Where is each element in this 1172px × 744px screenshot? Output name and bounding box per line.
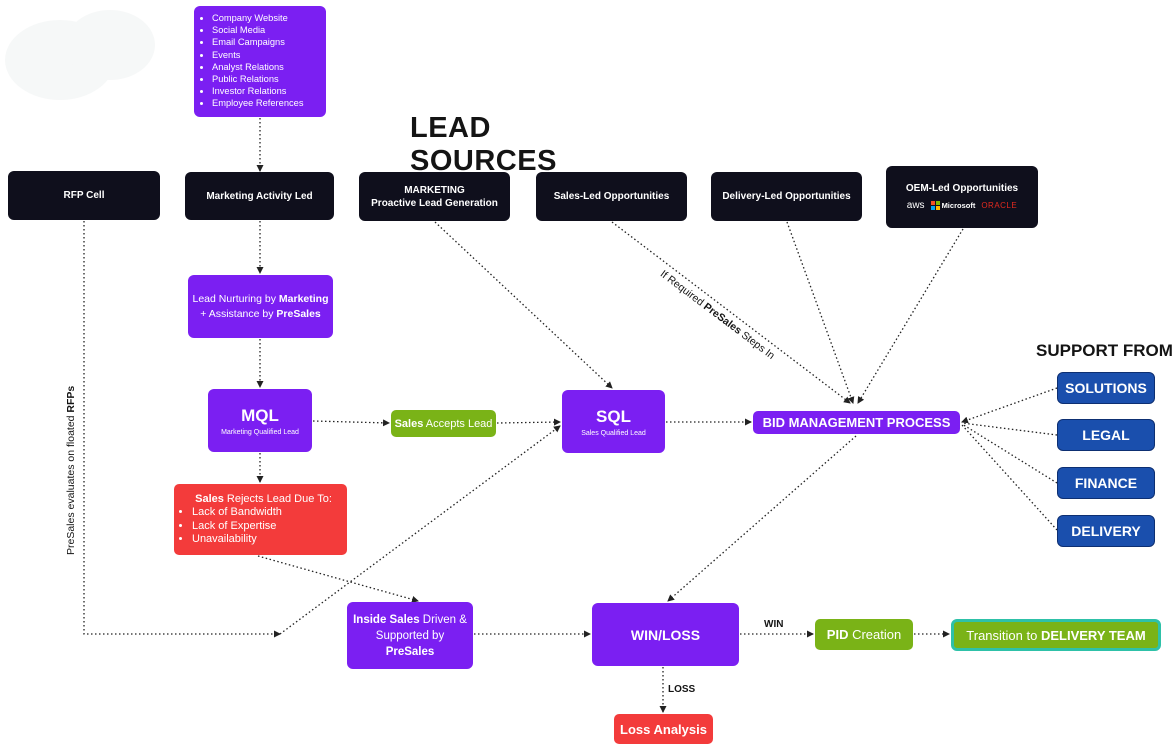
inside-rest: Driven & bbox=[419, 613, 467, 626]
win-loss-node: WIN/LOSS bbox=[592, 603, 739, 666]
list-item: Public Relations bbox=[212, 73, 322, 85]
loss-analysis-node: Loss Analysis bbox=[614, 714, 713, 744]
support-legal-node: LEGAL bbox=[1057, 419, 1155, 451]
support-legal-label: LEGAL bbox=[1082, 427, 1130, 443]
microsoft-grid-icon bbox=[930, 201, 940, 210]
nurture-line-1: Lead Nurturing by Marketing bbox=[193, 292, 329, 307]
support-delivery-label: DELIVERY bbox=[1071, 523, 1141, 539]
sql-node: SQL Sales Qualified Lead bbox=[562, 390, 665, 453]
support-finance-label: FINANCE bbox=[1074, 475, 1138, 491]
rfp-side-label: PreSales evaluates on floated RFPs bbox=[65, 386, 77, 555]
support-from-title: SUPPORT FROM bbox=[1036, 341, 1172, 360]
sql-label: SQL bbox=[596, 406, 631, 426]
bid-management-node: BID MANAGEMENT PROCESS bbox=[753, 411, 960, 434]
aws-logo: aws bbox=[906, 200, 925, 211]
list-item: Company Website bbox=[212, 12, 322, 24]
marketing-channels-list: Company Website Social Media Email Campa… bbox=[202, 12, 322, 110]
rfp-cell-label: RFP Cell bbox=[63, 190, 105, 201]
marketing-activity-led-label: Marketing Activity Led bbox=[206, 190, 313, 202]
mql-sublabel: Marketing Qualified Lead bbox=[221, 428, 299, 436]
sales-rejects-node: Sales Rejects Lead Due To: Lack of Bandw… bbox=[174, 484, 347, 555]
list-item: Employee References bbox=[212, 97, 322, 109]
list-item: Lack of Expertise bbox=[192, 520, 282, 534]
support-solutions-label: SOLUTIONS bbox=[1065, 380, 1147, 396]
transition-prefix: Transition to bbox=[966, 627, 1041, 643]
list-item: Social Media bbox=[212, 24, 322, 36]
marketing-proactive-node: MARKETING Proactive Lead Generation bbox=[359, 172, 510, 221]
pid-rest: Creation bbox=[848, 627, 902, 642]
rejects-rest: Rejects Lead Due To: bbox=[223, 492, 332, 505]
support-solutions-node: SOLUTIONS bbox=[1057, 372, 1155, 404]
list-item: Investor Relations bbox=[212, 85, 322, 97]
win-loss-label: WIN/LOSS bbox=[630, 626, 701, 643]
win-edge-label: WIN bbox=[764, 619, 784, 630]
microsoft-logo: Microsoft bbox=[930, 201, 976, 210]
inside-line-2: Supported by bbox=[375, 629, 445, 642]
transition-text: Transition to DELIVERY TEAM bbox=[966, 628, 1145, 643]
nurture-bold: PreSales bbox=[276, 307, 321, 320]
pid-text: PID Creation bbox=[827, 627, 901, 642]
microsoft-logo-text: Microsoft bbox=[941, 201, 976, 210]
support-finance-node: FINANCE bbox=[1057, 467, 1155, 499]
transition-bold: DELIVERY TEAM bbox=[1040, 627, 1146, 643]
sql-sublabel: Sales Qualified Lead bbox=[581, 429, 646, 437]
inside-sales-node: Inside Sales Driven & Supported by PreSa… bbox=[347, 602, 473, 669]
sales-led-node: Sales-Led Opportunities bbox=[536, 172, 687, 221]
loss-edge-label: LOSS bbox=[668, 684, 696, 695]
sales-accepts-lead-node: Sales Accepts Lead bbox=[391, 410, 496, 437]
rejects-reasons-list: Lack of Bandwidth Lack of Expertise Unav… bbox=[180, 506, 282, 547]
list-item: Analyst Relations bbox=[212, 61, 322, 73]
oem-led-node: OEM-Led Opportunities aws Microsoft ORAC… bbox=[886, 166, 1038, 228]
oracle-logo: ORACLE bbox=[981, 201, 1018, 210]
accepts-text: Sales Accepts Lead bbox=[395, 418, 493, 430]
lead-sources-title: LEAD SOURCES bbox=[410, 112, 557, 177]
oem-led-label: OEM-Led Opportunities bbox=[905, 183, 1019, 194]
marketing-proactive-subtitle: Proactive Lead Generation bbox=[371, 197, 498, 209]
pid-bold: PID bbox=[826, 627, 849, 642]
list-item: Events bbox=[212, 49, 322, 61]
mql-node: MQL Marketing Qualified Lead bbox=[208, 389, 312, 452]
inside-line-1: Inside Sales Driven & bbox=[353, 612, 467, 628]
loss-analysis-label: Loss Analysis bbox=[620, 721, 707, 737]
list-item: Email Campaigns bbox=[212, 36, 322, 48]
marketing-channels-box: Company Website Social Media Email Campa… bbox=[194, 6, 326, 117]
delivery-led-node: Delivery-Led Opportunities bbox=[711, 172, 862, 221]
list-item: Lack of Bandwidth bbox=[192, 506, 282, 520]
oem-logos: aws Microsoft ORACLE bbox=[907, 200, 1017, 211]
rejects-bold: Sales bbox=[195, 492, 224, 505]
rfp-side-bold: RFPs bbox=[65, 385, 77, 413]
list-item: Unavailability bbox=[192, 533, 282, 547]
nurture-text: Lead Nurturing by bbox=[192, 292, 279, 305]
decorative-cloud-watermark bbox=[5, 10, 155, 100]
accepts-rest: Accepts Lead bbox=[423, 417, 493, 430]
transition-delivery-node: Transition to DELIVERY TEAM bbox=[951, 619, 1161, 651]
rfp-side-text: PreSales evaluates on floated bbox=[65, 412, 77, 555]
mql-label: MQL bbox=[241, 405, 279, 425]
inside-bold: Inside Sales bbox=[353, 613, 420, 626]
support-delivery-node: DELIVERY bbox=[1057, 515, 1155, 547]
bid-management-label: BID MANAGEMENT PROCESS bbox=[762, 415, 951, 430]
lead-nurturing-node: Lead Nurturing by Marketing + Assistance… bbox=[188, 275, 333, 338]
delivery-led-label: Delivery-Led Opportunities bbox=[722, 191, 851, 202]
nurture-line-2: + Assistance by PreSales bbox=[200, 307, 321, 322]
sales-led-label: Sales-Led Opportunities bbox=[553, 191, 670, 202]
inside-line-3: PreSales bbox=[385, 645, 435, 658]
accepts-bold: Sales bbox=[394, 417, 424, 430]
nurture-text: + Assistance by bbox=[200, 307, 277, 320]
marketing-proactive-title: MARKETING bbox=[404, 184, 465, 196]
marketing-activity-led-node: Marketing Activity Led bbox=[185, 172, 334, 220]
nurture-bold: Marketing bbox=[278, 292, 329, 305]
rejects-header: Sales Rejects Lead Due To: bbox=[195, 493, 332, 507]
rfp-cell-node: RFP Cell bbox=[8, 171, 160, 220]
pid-creation-node: PID Creation bbox=[815, 619, 913, 650]
